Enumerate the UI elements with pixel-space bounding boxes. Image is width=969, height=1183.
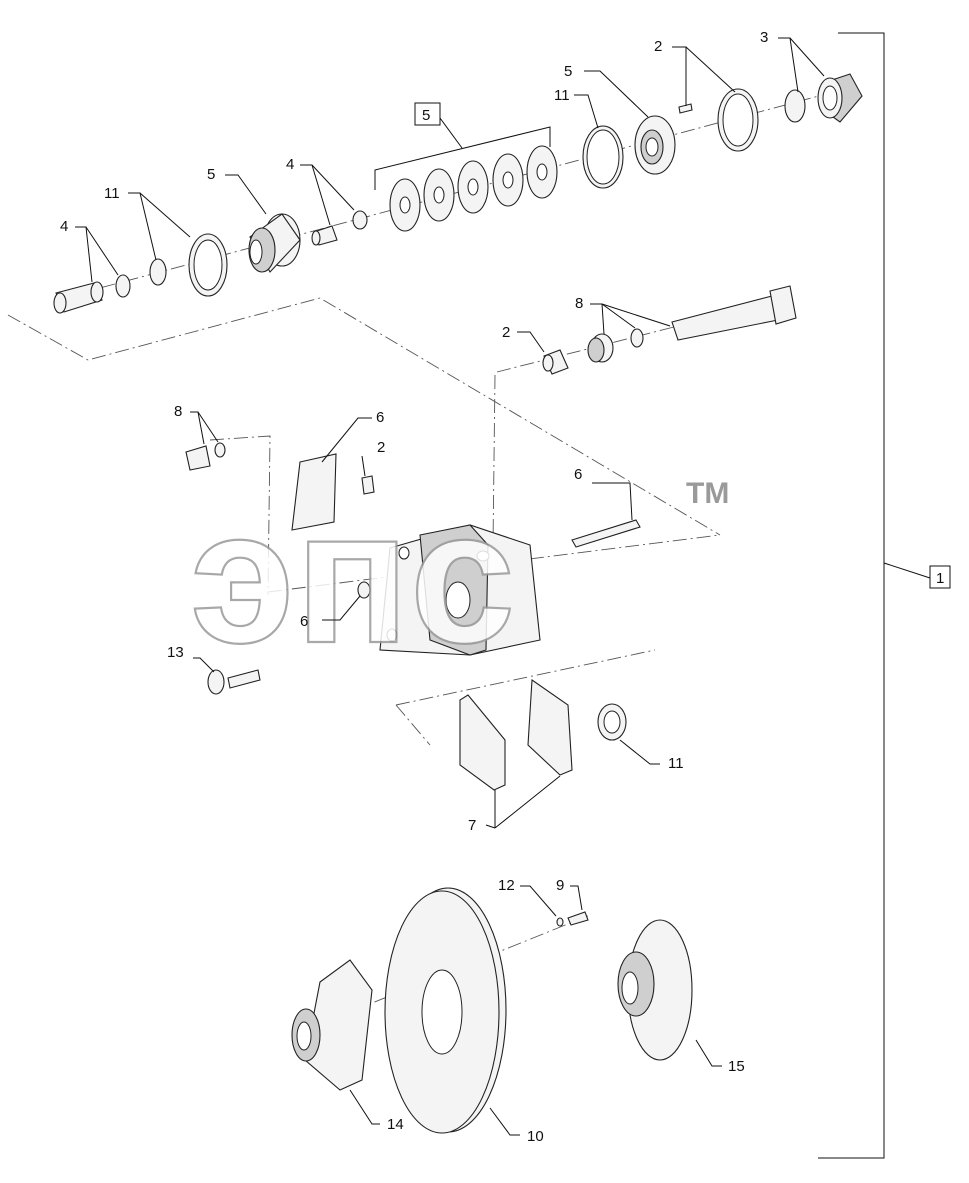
washer-part-8-right: [630, 328, 644, 348]
bushing-part-2-right: [542, 349, 569, 375]
callout-11-seal: 11: [668, 755, 684, 772]
callout-2-mid: 2: [377, 439, 385, 456]
upper-shaft-parts: [53, 73, 863, 314]
bearing-part-5-top: [634, 115, 676, 175]
assembly-ref-label: 1: [936, 570, 944, 587]
callout-6-right: 6: [574, 466, 582, 483]
bolt-part-8: [671, 285, 797, 341]
nut-part-4-mid: [352, 210, 368, 230]
callout-10: 10: [527, 1128, 544, 1145]
callout-8-left: 8: [174, 403, 182, 420]
callout-3-top: 3: [760, 29, 768, 46]
lower-brake-disc-group: [291, 887, 693, 1134]
washer-part-3: [784, 89, 806, 123]
callout-11-left: 11: [104, 185, 120, 202]
flange-part-15: [617, 919, 693, 1061]
callout-12: 12: [498, 877, 515, 894]
seal-part-11: [597, 703, 627, 741]
callout-6-left: 6: [300, 613, 308, 630]
oring-part-11-top: [582, 125, 624, 189]
callout-9: 9: [556, 877, 564, 894]
flange-part-14: [291, 959, 373, 1091]
callout-5-mid: 5: [207, 166, 215, 183]
brake-pads-part-7: [459, 678, 573, 791]
callout-15: 15: [728, 1058, 745, 1075]
disc-stack-part-5: [389, 145, 558, 232]
watermark-text: эпс: [190, 471, 515, 683]
spring-pin-part-2: [361, 475, 375, 495]
callout-13: 13: [167, 644, 184, 661]
nut-part-6-left: [357, 581, 371, 599]
watermark: эпс TM: [189, 470, 729, 684]
key-part-2-top: [678, 103, 693, 114]
pin-part-4-mid: [311, 225, 338, 246]
washer-part-4-left: [115, 274, 131, 298]
bearing-cup-part-3: [817, 73, 863, 123]
spacer-part-8: [587, 333, 614, 363]
callout-4-left: 4: [60, 218, 68, 235]
brake-disc-part-10: [384, 887, 507, 1134]
callout-8-right: 8: [575, 295, 583, 312]
screw-part-13: [207, 669, 261, 695]
callout-2-top: 2: [654, 38, 662, 55]
callout-7: 7: [468, 817, 476, 834]
bushing-part-5-left: [248, 213, 301, 273]
bolt-row: [542, 285, 797, 375]
oring-part-11-large: [188, 233, 228, 297]
snap-ring-part-2: [717, 88, 759, 152]
shim-plate-part-6: [291, 453, 337, 531]
pin-part-4: [53, 281, 104, 314]
callout-5-top: 5: [564, 63, 572, 80]
callout-4-mid: 4: [286, 156, 294, 173]
assembly-bracket: 1: [818, 32, 951, 1159]
callout-14: 14: [387, 1116, 404, 1133]
callout-5-box: 5: [422, 107, 430, 124]
washer-part-12: [556, 917, 564, 927]
watermark-tm: TM: [686, 477, 729, 510]
callout-11-top: 11: [554, 87, 570, 104]
bleed-screw-part-8: [185, 442, 226, 471]
callout-6-top: 6: [376, 409, 384, 426]
callout-labels: 2 3 5 11 5 4 5 11 4 2 8 8 6 2 6 6 13 11 …: [60, 29, 768, 1145]
bolt-part-9: [567, 911, 589, 926]
callout-2-right: 2: [502, 324, 510, 341]
leader-lines: [75, 37, 825, 1136]
guide-pin-part-6-right: [571, 519, 641, 548]
caliper-body: [379, 524, 541, 656]
oring-part-11-small: [149, 258, 167, 286]
caliper-assembly: [185, 442, 641, 695]
